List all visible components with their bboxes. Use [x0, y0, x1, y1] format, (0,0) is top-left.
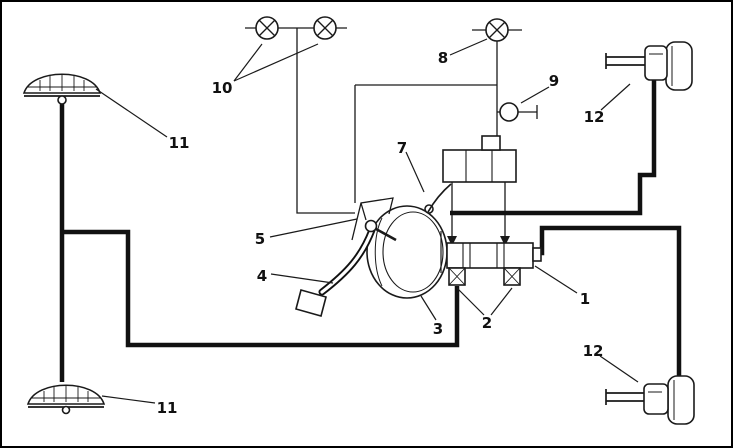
- drum-brake-bottom: [26, 384, 106, 415]
- warning-lamp-icon: [485, 18, 509, 42]
- outlet-fitting-right: [503, 267, 521, 286]
- callout-leaders: [95, 38, 639, 404]
- brake-pedal: [295, 219, 397, 317]
- fluid-reservoir: [442, 135, 517, 183]
- callout-outlet-fittings: 2: [482, 314, 492, 332]
- callout-master-cylinder: 1: [580, 290, 590, 308]
- pushrod: [375, 227, 397, 242]
- vacuum-hose: [427, 183, 452, 213]
- disc-brake-top: [605, 41, 693, 91]
- callout-brake-pedal: 4: [257, 267, 267, 285]
- wheel-hub: [667, 375, 695, 425]
- callout-vacuum-hose: 7: [397, 139, 407, 157]
- outlet-fitting-left: [448, 267, 466, 286]
- level-sensor-icon: [497, 102, 538, 122]
- caliper: [643, 383, 669, 415]
- callout-drum-brake-bottom: 11: [157, 399, 178, 417]
- brake-booster: [366, 204, 448, 299]
- reservoir-cap: [481, 135, 501, 151]
- callout-disc-brake-top: 12: [584, 108, 605, 126]
- caliper: [644, 45, 668, 81]
- clevis-pin: [364, 219, 378, 233]
- callout-level-sensor: 9: [549, 72, 559, 90]
- disc-brake-bottom: [605, 375, 695, 425]
- warning-lamp-icon: [313, 16, 337, 40]
- master-cylinder: [446, 242, 542, 286]
- callout-warning-lamp-rear: 8: [438, 49, 448, 67]
- wheel-hub: [665, 41, 693, 91]
- callout-warning-lamps-front: 10: [212, 79, 233, 97]
- pedal-pad: [295, 289, 327, 317]
- fluid-feed-arrows: [447, 182, 510, 246]
- callout-disc-brake-bottom: 12: [583, 342, 604, 360]
- callout-pushrod-clevis: 5: [255, 230, 265, 248]
- callout-brake-booster: 3: [433, 320, 443, 338]
- callout-labels: 1 2 3 4 5 7 8 9 10 11 11 12 12: [157, 49, 605, 417]
- callout-drum-brake-top: 11: [169, 134, 190, 152]
- pedal-bracket: [351, 197, 394, 241]
- warning-lamp-icon: [255, 16, 279, 40]
